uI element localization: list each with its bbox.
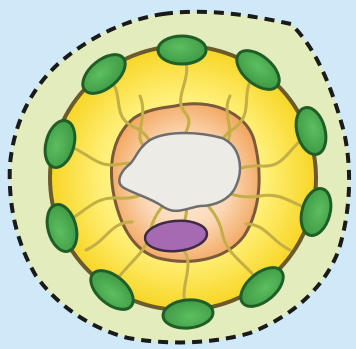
- green-oval-body: [158, 36, 206, 64]
